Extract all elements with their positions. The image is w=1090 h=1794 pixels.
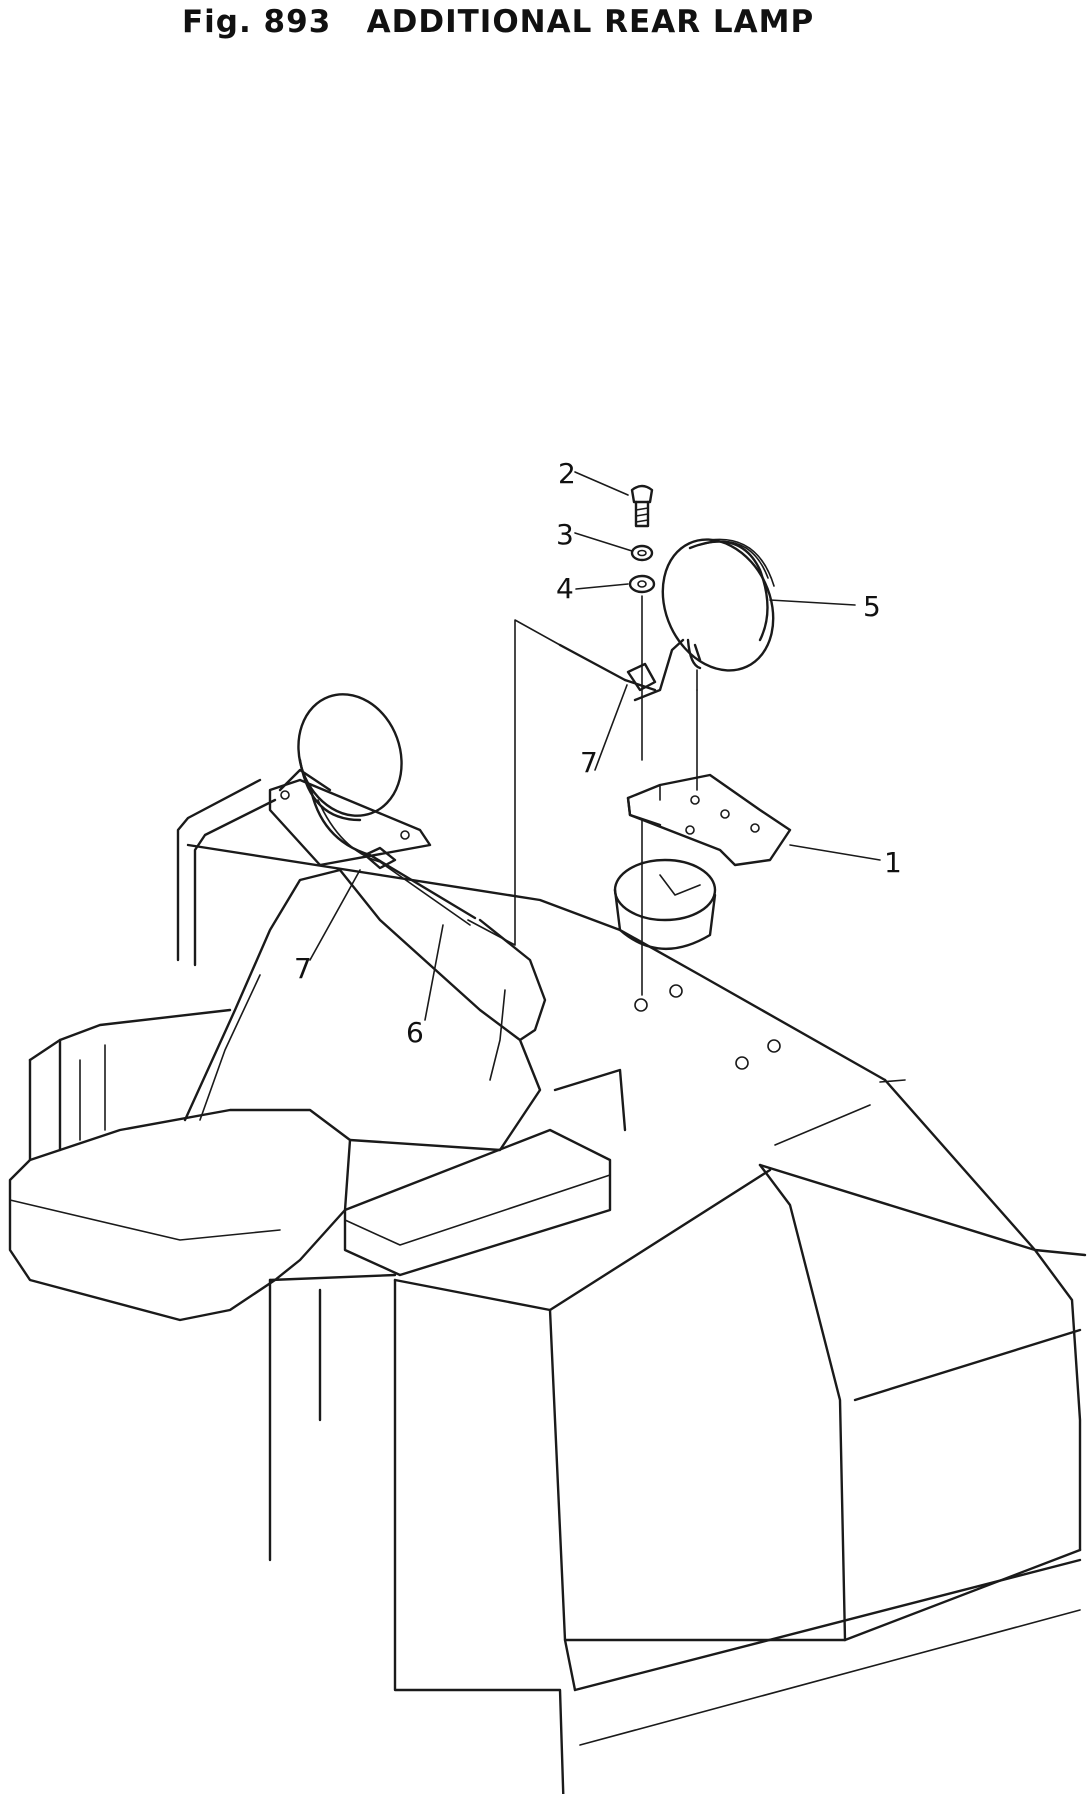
wiring-harness-route [467, 619, 627, 946]
rear-lamp [633, 538, 775, 702]
left-rear-lamp [278, 693, 403, 822]
callout-5-label: 6 [406, 1016, 424, 1049]
left-lamp-bracket [268, 778, 432, 870]
left-wiring-harness [308, 783, 477, 926]
callout-4-label: 5 [863, 590, 881, 623]
spring-washer [630, 544, 654, 562]
assembly-centerlines [641, 595, 698, 996]
callout-2-label: 3 [556, 518, 574, 551]
mounting-bolt [630, 484, 654, 528]
lamp-bracket [626, 773, 792, 867]
callout-3-label: 4 [556, 572, 574, 605]
callout-leaders [309, 471, 881, 1021]
callout-7-label: 7 [294, 952, 312, 985]
machine-body [8, 778, 1087, 1794]
callout-1-label: 2 [558, 457, 576, 490]
callout-6-label: 7 [580, 746, 598, 779]
callout-0-label: 1 [884, 846, 902, 879]
figure-title: Fig. 893 ADDITIONAL REAR LAMP [182, 4, 815, 40]
plain-washer [628, 574, 656, 594]
callout-labels: 2 3 4 5 1 6 7 7 [294, 457, 902, 1049]
lamp-connector [623, 662, 657, 692]
